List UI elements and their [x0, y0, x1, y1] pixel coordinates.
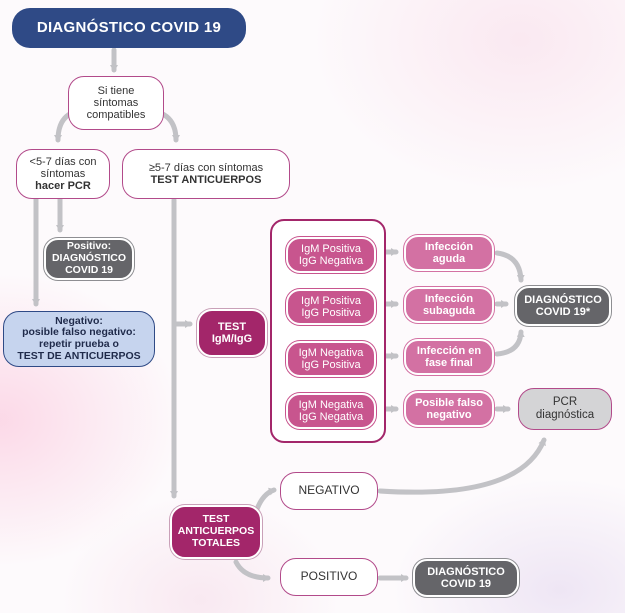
node-positivo-diagnostico: Positivo: DIAGNÓSTICO COVID 19	[44, 238, 134, 280]
node-igm-neg-igg-neg: IgM Negativa IgG Negativa	[286, 393, 376, 429]
arrow-negativo-to-pcr	[377, 437, 547, 495]
node-mas-5-7-dias: ≥5-7 días con síntomas TEST ANTICUERPOS	[122, 149, 290, 199]
node-test-igm-igg: TEST IgM/IgG	[197, 309, 267, 357]
node-negativo: NEGATIVO	[280, 472, 378, 510]
node-infeccion-fase-final: Infección en fase final	[404, 339, 494, 375]
node-igm-pos-igg-pos: IgM Positiva IgG Positiva	[286, 289, 376, 325]
arrow-totales-to-negativo	[253, 487, 277, 515]
node-negativo-falso-negativo: Negativo: posible falso negativo: repeti…	[3, 311, 155, 367]
node-test-anticuerpos-totales: TEST ANTICUERPOS TOTALES	[170, 505, 262, 559]
arrow-res1-diag	[494, 250, 525, 283]
node-igm-neg-igg-pos: IgM Negativa IgG Positiva	[286, 341, 376, 377]
node-positivo: POSITIVO	[280, 558, 378, 596]
node-infeccion-subaguda: Infección subaguda	[404, 287, 494, 323]
arrow-res3-diag	[494, 329, 525, 357]
node-posible-falso-negativo: Posible falso negativo	[404, 391, 494, 427]
node-infeccion-aguda: Infección aguda	[404, 235, 494, 271]
node-diagnostico-covid-star: DIAGNÓSTICO COVID 19*	[515, 286, 611, 326]
node-igm-pos-igg-neg: IgM Positiva IgG Negativa	[286, 237, 376, 273]
arrow-totales-to-positivo	[233, 559, 271, 582]
node-pcr-diagnostica: PCR diagnóstica	[518, 388, 612, 430]
page-title: DIAGNÓSTICO COVID 19	[12, 8, 246, 48]
node-diagnostico-covid-final: DIAGNÓSTICO COVID 19	[413, 559, 519, 597]
node-menos-5-7-dias: <5-7 días con síntomas hacer PCR	[16, 149, 110, 199]
node-sintomas-compatibles: Si tiene síntomas compatibles	[68, 76, 164, 130]
